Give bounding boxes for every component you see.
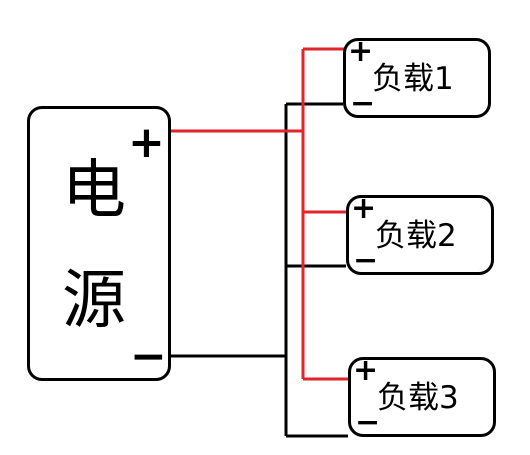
load-box-2: + 负载2 − bbox=[346, 191, 494, 278]
load-1-negative-terminal: − bbox=[350, 86, 376, 121]
load-2-positive-terminal: + bbox=[351, 191, 377, 226]
load-2-negative-terminal: − bbox=[353, 243, 379, 278]
power-label-bottom: 源 bbox=[62, 264, 126, 338]
load-box-3: + 负载3 − bbox=[348, 353, 496, 440]
power-negative-terminal: − bbox=[130, 331, 167, 382]
power-label-top: 电 bbox=[62, 154, 126, 228]
load-1-positive-terminal: + bbox=[348, 34, 374, 69]
power-positive-terminal: + bbox=[128, 117, 165, 168]
load-box-1: + 负载1 − bbox=[343, 34, 491, 121]
load-3-label: 负载3 bbox=[377, 380, 459, 416]
negative-wires bbox=[171, 102, 348, 438]
load-3-negative-terminal: − bbox=[355, 405, 381, 440]
positive-wires bbox=[171, 47, 350, 381]
load-1-label: 负载1 bbox=[372, 61, 454, 97]
load-3-positive-terminal: + bbox=[353, 353, 379, 388]
load-2-label: 负载2 bbox=[375, 218, 457, 254]
power-source-box: + 电 源 − bbox=[27, 106, 171, 381]
